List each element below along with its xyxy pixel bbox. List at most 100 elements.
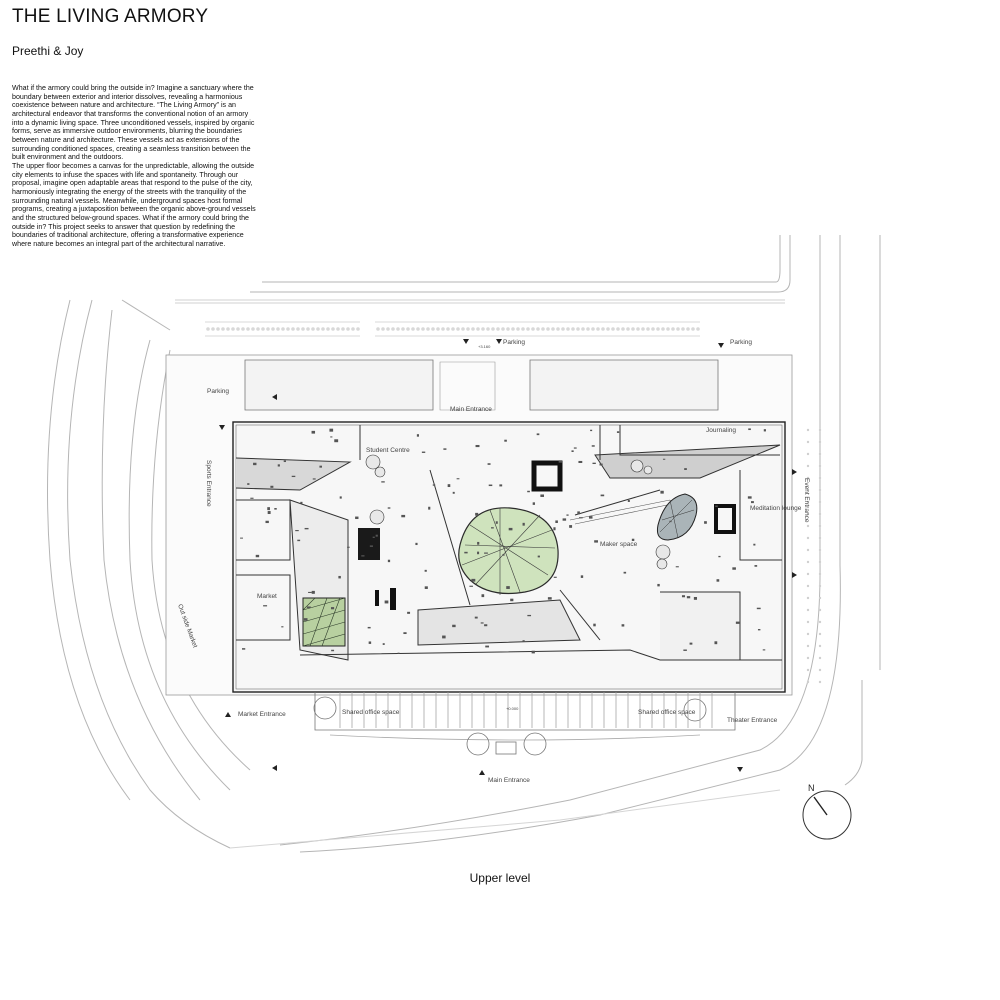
tree-dot	[676, 327, 680, 331]
tree-dot	[451, 327, 455, 331]
furniture-item	[403, 632, 407, 635]
furniture-item	[477, 541, 480, 545]
tree-dot	[556, 327, 560, 331]
furniture-item	[306, 606, 311, 609]
label-event-entrance: Event Entrance	[803, 478, 810, 523]
furniture-item	[662, 458, 666, 460]
furniture-item	[263, 605, 268, 607]
furniture-item	[475, 444, 480, 448]
black-square-vessels	[358, 460, 736, 610]
furniture-item	[599, 463, 603, 466]
tree-dot	[241, 327, 245, 331]
label-sports-entrance: Sports Entrance	[205, 460, 212, 507]
tree-dot	[331, 327, 335, 331]
tree-dot	[806, 524, 810, 528]
furniture-item	[334, 439, 339, 443]
furniture-item	[355, 516, 359, 520]
tree-dot	[416, 327, 420, 331]
tree-dot	[231, 327, 235, 331]
furniture-item	[553, 527, 556, 531]
furniture-item	[274, 508, 277, 510]
tree-dot	[296, 327, 300, 331]
tree-dot	[818, 656, 822, 660]
tree-dot	[386, 327, 390, 331]
furniture-item	[311, 430, 316, 434]
furniture-item	[591, 445, 595, 447]
furniture-item	[407, 611, 411, 614]
tree-dot	[381, 327, 385, 331]
furniture-item	[487, 463, 491, 465]
tree-dot	[456, 327, 460, 331]
tree-dot	[596, 327, 600, 331]
tree-dot	[261, 327, 265, 331]
furniture-item	[330, 607, 335, 610]
furniture-item	[555, 520, 558, 523]
furniture-item	[375, 534, 378, 537]
furniture-item	[291, 475, 296, 478]
furniture-item	[452, 491, 455, 494]
furniture-item	[295, 530, 299, 532]
tree-dot	[266, 327, 270, 331]
tree-dot	[806, 452, 810, 456]
furniture-item	[300, 501, 303, 504]
tree-dot	[636, 327, 640, 331]
furniture-item	[447, 484, 451, 488]
furniture-item	[763, 429, 766, 432]
tree-dot	[491, 327, 495, 331]
furniture-item	[488, 484, 493, 487]
furniture-item	[627, 499, 630, 502]
furniture-item	[416, 434, 419, 437]
tree-dot	[616, 327, 620, 331]
furniture-item	[247, 483, 250, 485]
tree-dot	[316, 327, 320, 331]
label-parking-left: Parking	[207, 388, 229, 395]
furniture-item	[397, 652, 400, 654]
tree-dot	[566, 327, 570, 331]
furniture-item	[532, 502, 535, 505]
furniture-item	[312, 478, 316, 480]
furniture-item	[475, 512, 479, 516]
furniture-item	[762, 649, 766, 651]
tree-dot	[806, 608, 810, 612]
tree-dot	[806, 560, 810, 564]
tree-dot	[656, 327, 660, 331]
furniture-item	[600, 494, 605, 497]
tree-dot	[818, 476, 822, 480]
furniture-item	[424, 569, 427, 572]
tree-dot	[441, 327, 445, 331]
tree-dot	[356, 327, 360, 331]
furniture-item	[540, 494, 544, 497]
tree-dot	[806, 464, 810, 468]
tree-dot	[641, 327, 645, 331]
furniture-item	[506, 586, 510, 589]
furniture-item	[510, 598, 514, 602]
tree-dot	[561, 327, 565, 331]
furniture-item	[593, 623, 596, 627]
furniture-item	[267, 511, 271, 515]
organic-vessel-small	[657, 493, 698, 541]
tree-dot	[426, 327, 430, 331]
tree-dot	[806, 572, 810, 576]
furniture-item	[372, 536, 375, 538]
tree-dot	[246, 327, 250, 331]
plan-caption: Upper level	[469, 871, 531, 885]
furniture-item	[495, 521, 498, 524]
tree-dot	[686, 327, 690, 331]
tree-dot	[346, 327, 350, 331]
label-market: Market	[257, 593, 277, 600]
tree-dot	[276, 327, 280, 331]
furniture-item	[415, 542, 418, 546]
furniture-item	[623, 571, 627, 574]
tree-dot	[806, 668, 810, 672]
tree-dot	[551, 327, 555, 331]
tree-dot	[516, 327, 520, 331]
project-description: What if the armory could bring the outsi…	[12, 84, 258, 248]
tree-dot	[586, 327, 590, 331]
furniture-item	[464, 551, 468, 554]
tree-dot	[541, 327, 545, 331]
furniture-item	[756, 607, 761, 610]
furniture-item	[715, 505, 718, 507]
tree-dot	[806, 548, 810, 552]
furniture-item	[456, 478, 460, 480]
tree-dot	[606, 327, 610, 331]
